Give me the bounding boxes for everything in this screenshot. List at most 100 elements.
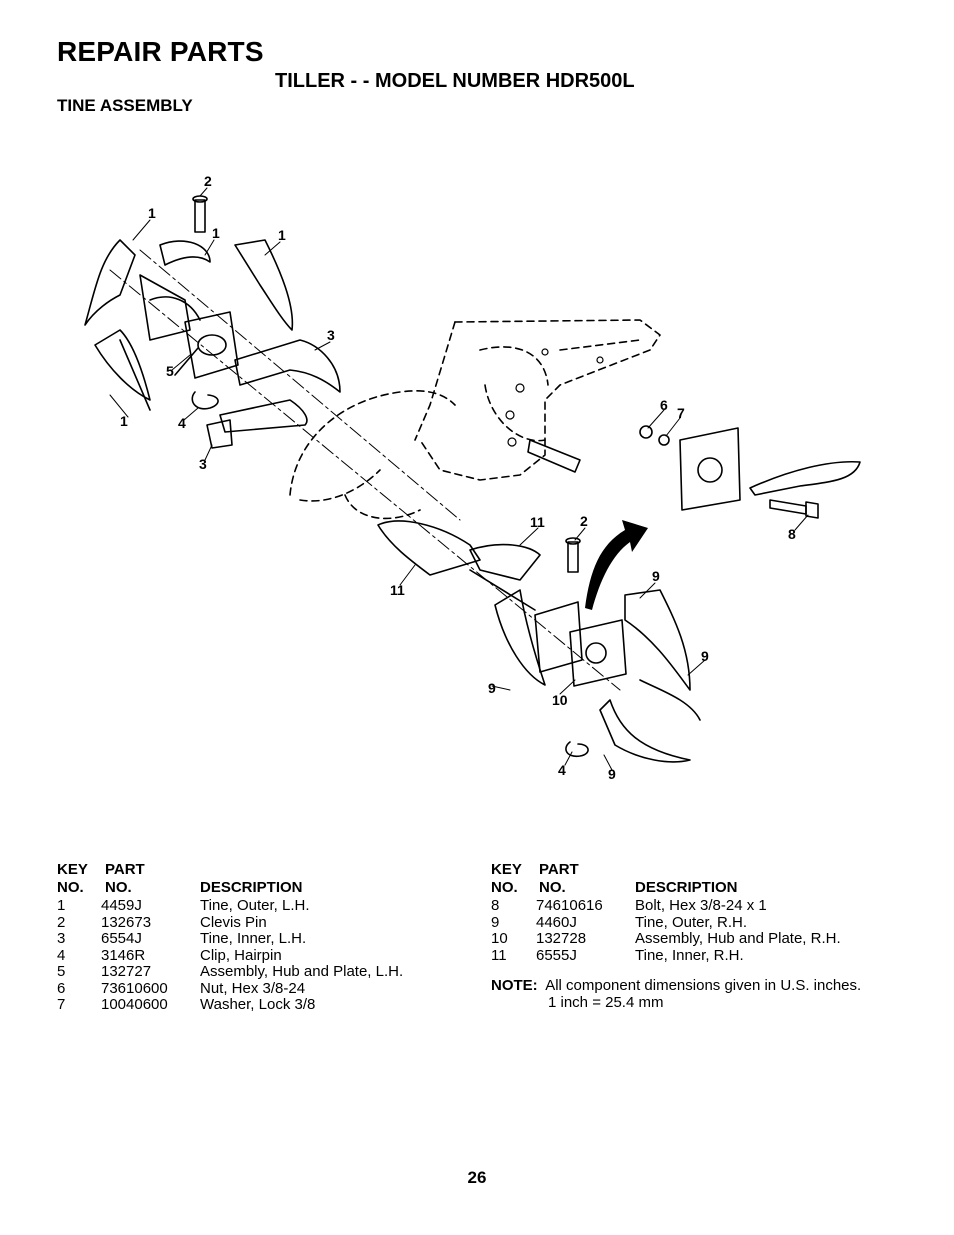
description: Nut, Hex 3/8-24 (200, 979, 306, 997)
header-description: DESCRIPTION (635, 879, 738, 896)
right-tines (377, 520, 701, 763)
part-no: 6554J (101, 930, 142, 947)
part-no: 10040600 (101, 996, 168, 1013)
callout-leaders (109, 187, 809, 771)
drive-shaft (527, 439, 581, 473)
callout-2: 2 (204, 173, 212, 189)
clevis-pin-head-right (565, 537, 581, 545)
key-no: 11 (491, 946, 507, 964)
header-part-1: PART (105, 861, 145, 878)
key-no: 1 (57, 897, 66, 914)
callout-9: 9 (488, 680, 496, 696)
section-heading: TINE ASSEMBLY (57, 96, 193, 115)
right-hub-assembly (469, 569, 627, 687)
part-no: 132727 (101, 963, 152, 980)
table-header: KEY NO. PART NO. DESCRIPTION (57, 861, 457, 898)
page-number: 26 (467, 1168, 487, 1187)
callout-6: 6 (660, 397, 668, 413)
part-no: 132728 (536, 930, 587, 947)
callout-1: 1 (212, 225, 220, 241)
table-row: 9 4460J Tine, Outer, R.H. (491, 913, 921, 932)
key-no: 8 (491, 897, 500, 914)
callout-4: 4 (178, 415, 186, 431)
callout-3: 3 (199, 456, 207, 472)
callout-1: 1 (120, 413, 128, 429)
callout-9: 9 (652, 568, 660, 584)
part-no: 74610616 (536, 897, 603, 914)
part-no: 3146R (101, 946, 146, 964)
left-inner-tines (219, 339, 341, 433)
part-no: 4460J (536, 913, 577, 931)
tiller-housing-outline (289, 319, 661, 520)
description: Tine, Inner, L.H. (200, 930, 307, 947)
part-no: 6555J (536, 946, 577, 964)
right-plate-hardware (639, 425, 861, 519)
table-row: 3 6554J Tine, Inner, L.H. (57, 930, 457, 948)
part-no: 73610600 (101, 979, 168, 997)
table-header: KEY NO. PART NO. DESCRIPTION (491, 861, 921, 898)
key-no: 5 (57, 963, 66, 980)
callout-5: 5 (166, 363, 174, 379)
gauge-block (206, 419, 233, 449)
note-label: NOTE: (491, 977, 538, 994)
key-no: 4 (57, 946, 66, 964)
header-key-1: KEY (491, 861, 522, 878)
description: Clevis Pin (200, 913, 267, 931)
description: Assembly, Hub and Plate, R.H. (635, 930, 841, 947)
table-row: 6 73610600 Nut, Hex 3/8-24 (57, 979, 457, 998)
table-row: 11 6555J Tine, Inner, R.H. (491, 946, 921, 965)
header-key-2: NO. (57, 879, 84, 896)
description: Tine, Inner, R.H. (635, 946, 744, 964)
page-title: REPAIR PARTS (57, 36, 264, 67)
table-row: 10 132728 Assembly, Hub and Plate, R.H. (491, 930, 921, 948)
header-description: DESCRIPTION (200, 879, 303, 896)
callout-11: 11 (390, 582, 405, 598)
callout-10: 10 (552, 692, 568, 708)
callout-4: 4 (558, 762, 566, 778)
model-subtitle: TILLER - - MODEL NUMBER HDR500L (275, 70, 635, 92)
key-no: 3 (57, 930, 66, 947)
housing-detail (505, 348, 604, 447)
header-part-2: NO. (105, 879, 132, 896)
table-row: 5 132727 Assembly, Hub and Plate, L.H. (57, 963, 457, 981)
left-hub-assembly (139, 274, 239, 379)
shaft-centerline-upper (139, 249, 461, 521)
callout-9: 9 (701, 648, 709, 664)
dimension-note: NOTE: All component dimensions given in … (491, 977, 921, 1011)
callout-3: 3 (327, 327, 335, 343)
header-part-2: NO. (539, 879, 566, 896)
note-line-1: All component dimensions given in U.S. i… (545, 977, 862, 994)
parts-table-right: KEY NO. PART NO. DESCRIPTION 8 74610616 Bo… (491, 861, 921, 965)
callout-7: 7 (677, 405, 685, 421)
tine-assembly-diagram: 2 1 1 1 3 5 4 1 3 6 7 8 11 2 11 9 9 9 10… (84, 173, 861, 782)
key-no: 7 (57, 996, 66, 1013)
callout-2: 2 (580, 513, 588, 529)
key-no: 9 (491, 913, 500, 931)
callout-1: 1 (278, 227, 286, 243)
description: Clip, Hairpin (200, 946, 282, 964)
clevis-pin-right (567, 541, 579, 573)
description: Assembly, Hub and Plate, L.H. (200, 963, 404, 980)
header-key-2: NO. (491, 879, 518, 896)
key-no: 6 (57, 979, 66, 997)
key-no: 10 (491, 930, 508, 947)
header-part-1: PART (539, 861, 579, 878)
description: Bolt, Hex 3/8-24 x 1 (635, 897, 767, 914)
rotation-arrow (585, 520, 648, 610)
callout-8: 8 (788, 526, 796, 542)
callout-labels: 2 1 1 1 3 5 4 1 3 6 7 8 11 2 11 9 9 9 10… (120, 173, 796, 782)
part-no: 132673 (101, 913, 152, 931)
hairpin-clip-right (565, 741, 589, 758)
description: Tine, Outer, R.H. (635, 913, 747, 931)
clevis-pin-head-left (192, 195, 208, 203)
callout-11: 11 (530, 514, 545, 530)
note-line-2: 1 inch = 25.4 mm (548, 993, 664, 1011)
hairpin-clip-left (191, 391, 219, 410)
left-outer-tines (84, 239, 294, 411)
callout-9: 9 (608, 766, 616, 782)
header-key-1: KEY (57, 861, 88, 878)
